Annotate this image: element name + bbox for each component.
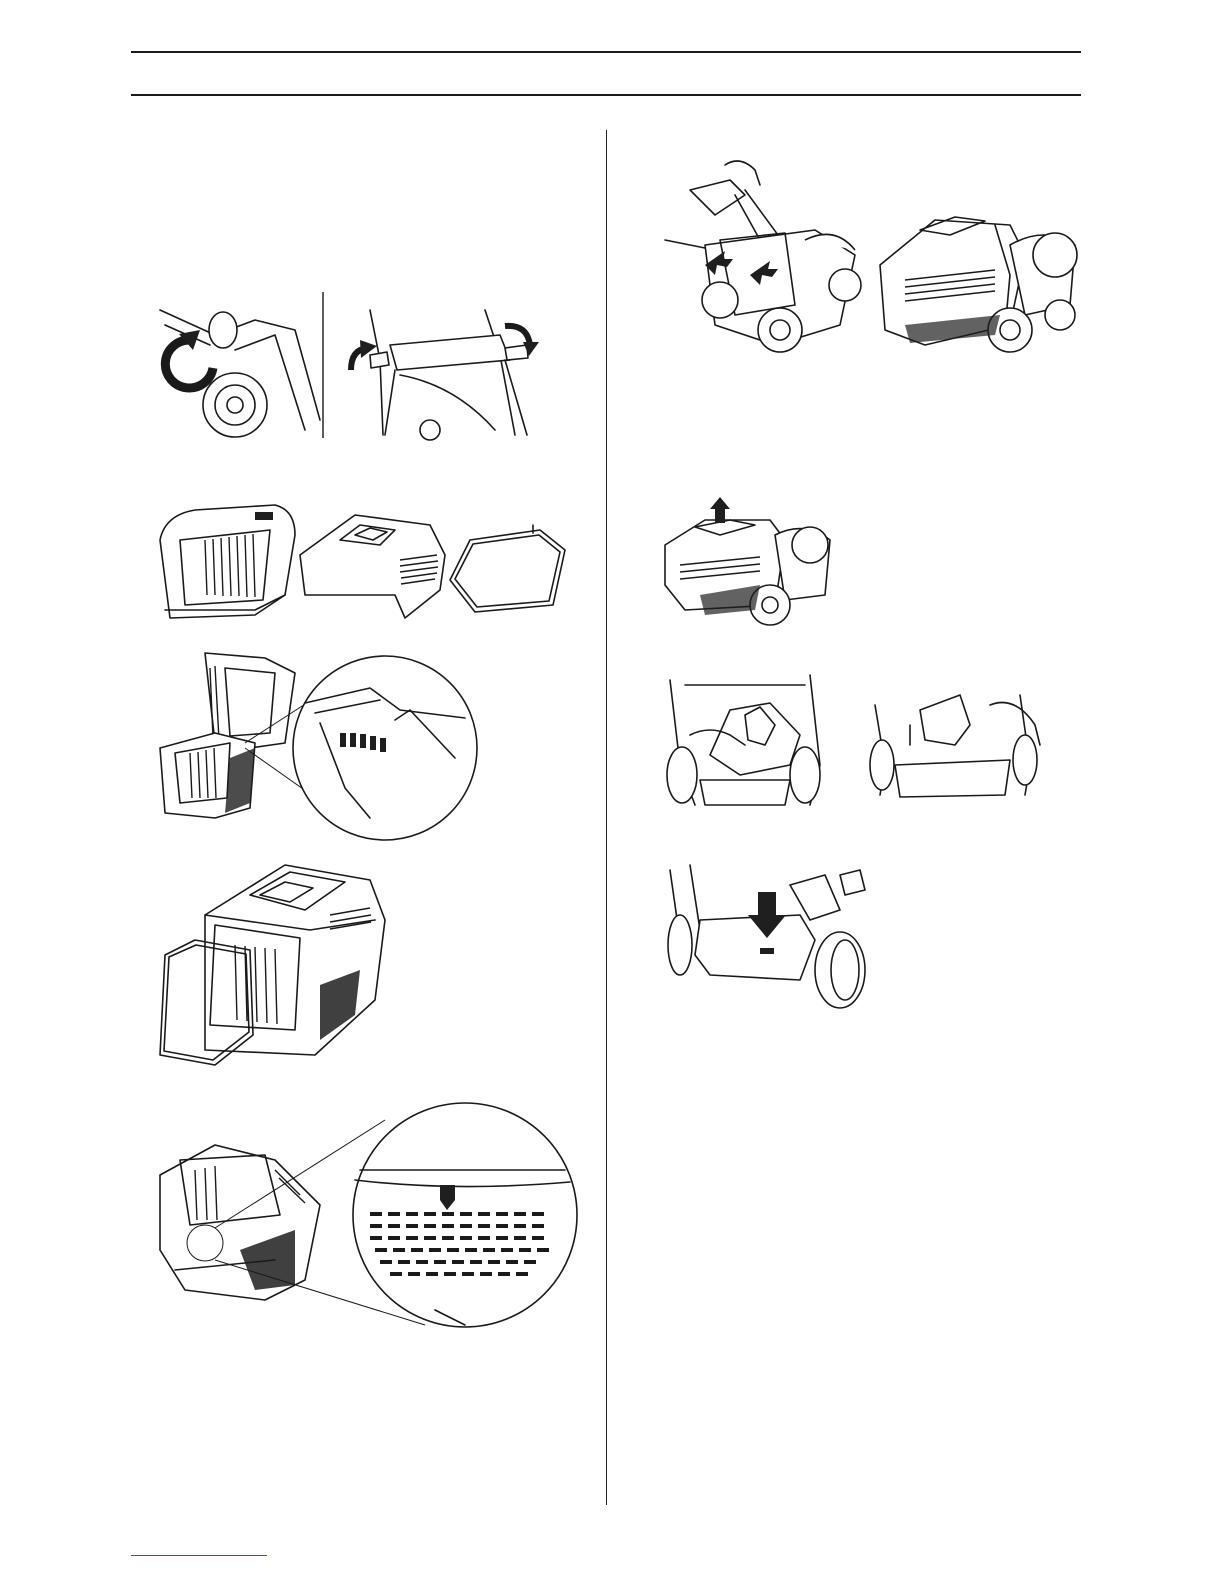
grass-bag-frame-icon (450, 525, 565, 612)
bag-lower-half-icon (160, 733, 255, 818)
lift-arrow-icon (710, 497, 730, 523)
mulch-plug-insert-icon (667, 675, 820, 805)
grass-bag-parts-figure (155, 500, 575, 630)
column-divider (606, 130, 607, 1505)
bag-halves-join-figure (155, 648, 475, 848)
remove-bag-figure (660, 485, 840, 630)
mulch-plug-figure (660, 665, 1055, 810)
grass-bag-basket-icon (160, 505, 295, 618)
handle-knob-rotation-figure (155, 290, 555, 440)
bag-assembled-icon (160, 1145, 320, 1300)
handle-knob-right-icon (351, 310, 539, 440)
bag-frame-fit-figure (155, 860, 395, 1075)
grass-bag-lid-icon (300, 515, 445, 618)
attach-bag-mower-figure (665, 155, 1085, 355)
press-button-figure (660, 860, 885, 1010)
handle-knob-left-icon (160, 310, 320, 437)
attach-bag-left-icon (665, 161, 861, 352)
header-rule-bottom (131, 94, 1081, 96)
bag-clip-detail-figure (155, 1100, 575, 1335)
clip-zoom-icon (353, 1103, 577, 1327)
zoom-detail-icon (293, 656, 477, 840)
mulch-plug-fitted-icon (870, 695, 1040, 797)
header-rule-top (131, 51, 1081, 53)
footer-link-underline[interactable] (131, 1555, 267, 1556)
attach-bag-right-icon (880, 217, 1077, 352)
